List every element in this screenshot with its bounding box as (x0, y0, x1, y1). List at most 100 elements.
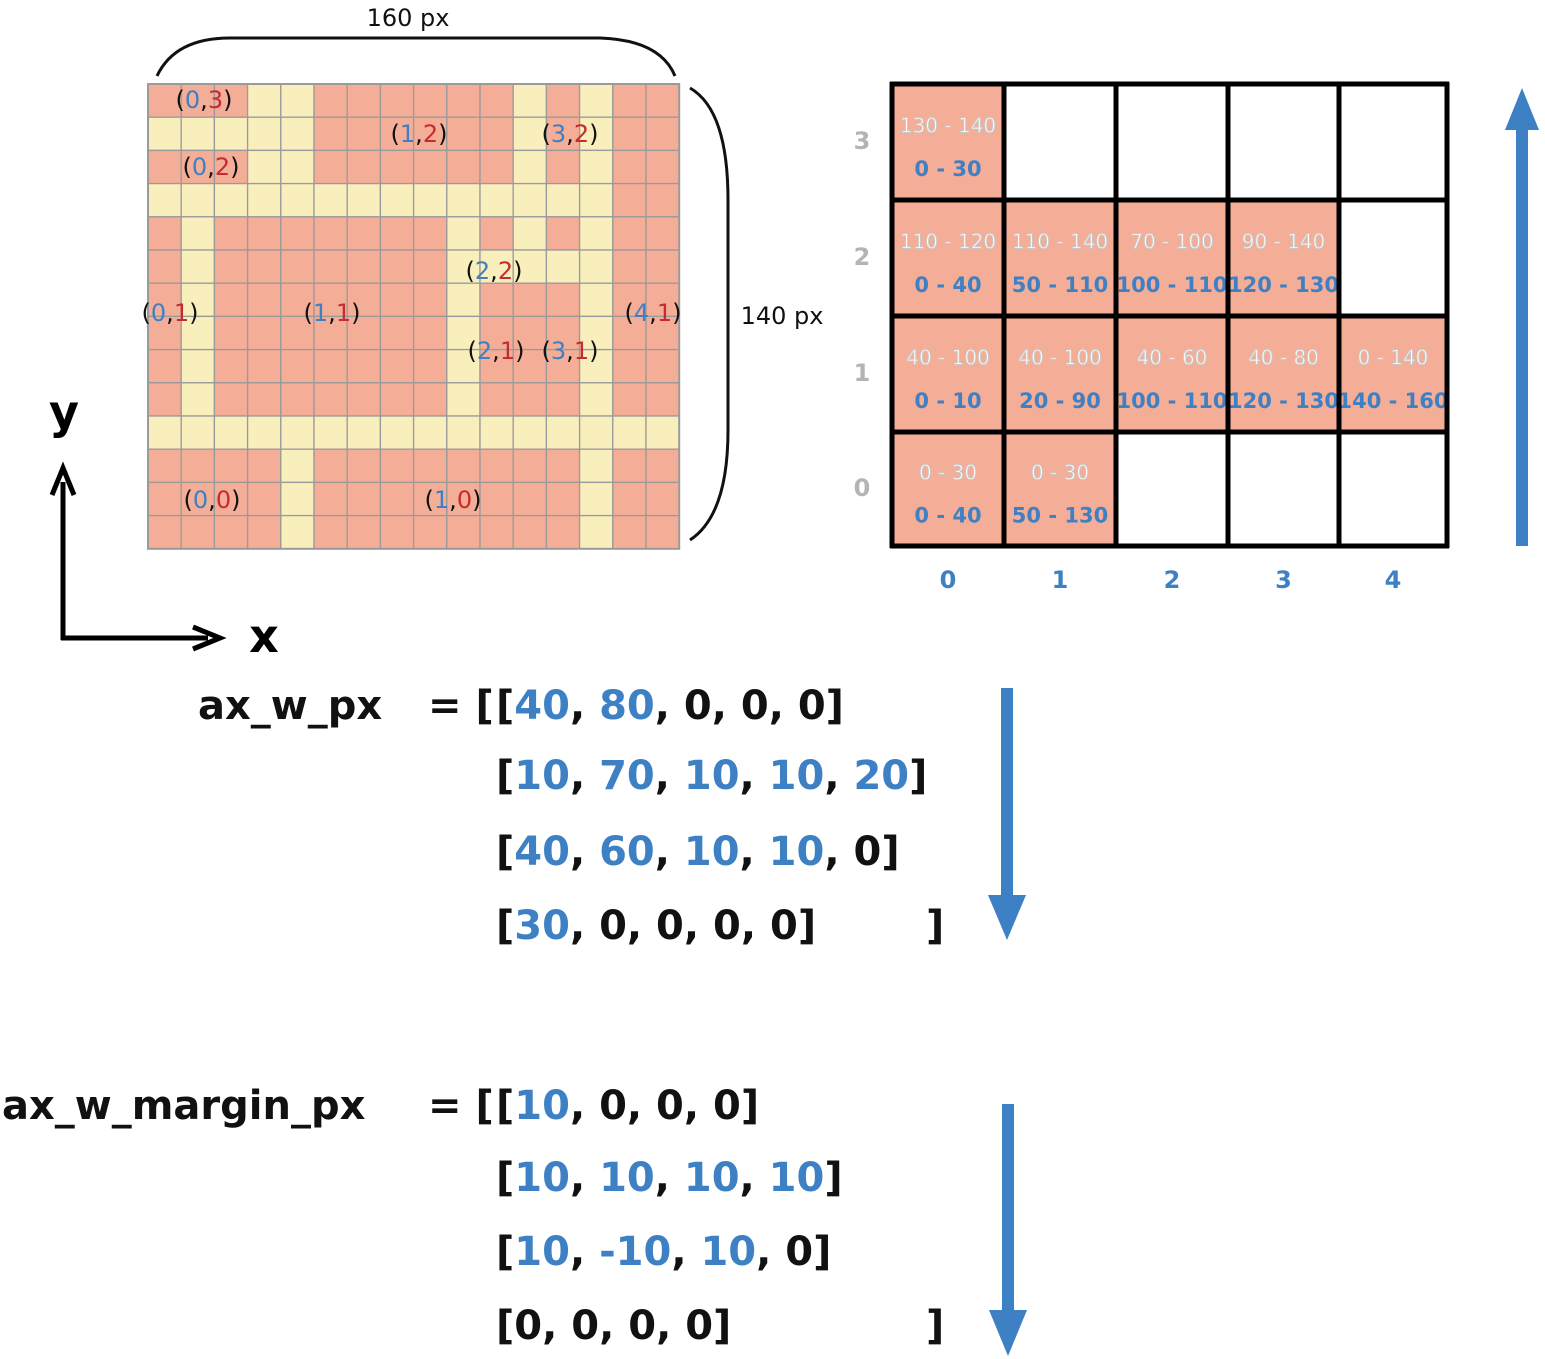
y-axis-arrowhead (49, 461, 77, 496)
table-col-label: 4 (1385, 566, 1402, 594)
panel-index-label: (3,2) (542, 120, 599, 148)
grid-pixel (578, 481, 614, 517)
grid-pixel (479, 382, 514, 417)
cell-range-top: 40 - 60 (1137, 345, 1208, 369)
grid-pixel (578, 83, 614, 118)
grid-pixel (479, 116, 514, 152)
table-cell-filled (1004, 432, 1116, 546)
grid-pixel (412, 282, 448, 318)
matrix-value: 10 (514, 1083, 570, 1129)
matrix-value: 40 (514, 683, 570, 729)
matrix-value: 80 (599, 683, 655, 729)
grid-pixel (346, 83, 382, 118)
grid-pixel (213, 282, 249, 318)
grid-pixel (645, 149, 680, 185)
grid-pixel (246, 282, 282, 318)
grid-pixel (280, 348, 315, 384)
table-row-label: 0 (854, 474, 871, 502)
grid-pixel (180, 415, 216, 450)
matrix-value: 0 (797, 683, 826, 729)
grid-pixel (645, 116, 680, 152)
grid-pixel (612, 182, 647, 218)
cell-range-top: 0 - 140 (1358, 345, 1429, 369)
grid-pixel (379, 415, 415, 450)
grid-pixel (578, 282, 614, 318)
grid-pixel (313, 249, 348, 284)
grid-pixel (446, 216, 481, 251)
grid-pixel (612, 514, 647, 550)
table-cell-filled (1116, 316, 1228, 432)
ax_w_px-row: [40, 80, 0, 0, 0] (496, 683, 844, 729)
cell-range-top: 70 - 100 (1130, 229, 1214, 253)
grid-pixel (512, 481, 548, 517)
grid-pixel (645, 448, 680, 484)
grid-pixel (147, 514, 182, 550)
ax_w_px-row: [40, 60, 10, 10, 0] (496, 829, 900, 875)
grid-pixel (512, 282, 548, 318)
grid-pixel (446, 382, 481, 417)
grid-pixel (246, 315, 282, 351)
grid-pixel (612, 481, 647, 517)
grid-pixel (180, 249, 216, 284)
grid-pixel (412, 382, 448, 417)
width-brace (155, 36, 677, 77)
grid-pixel (545, 83, 581, 118)
grid-pixel (479, 415, 514, 450)
matrix-value: 10 (683, 1155, 740, 1201)
cell-range-top: 40 - 100 (1018, 345, 1102, 369)
grid-pixel (446, 149, 481, 185)
x-axis-arrowhead (192, 624, 227, 652)
grid-pixel (346, 415, 382, 450)
table-cell-filled (1004, 316, 1116, 432)
table-cell-filled (892, 432, 1004, 546)
grid-pixel (412, 315, 448, 351)
cell-range-top: 0 - 30 (1031, 461, 1089, 485)
table-cell-empty (1116, 432, 1228, 546)
grid-pixel (313, 481, 348, 517)
matrix-value: 0 (656, 1083, 684, 1129)
ax_w_px-close: ] (926, 902, 944, 950)
grid-pixel (246, 448, 282, 484)
closing-bracket: ] (926, 1303, 945, 1349)
grid-pixel (412, 448, 448, 484)
grid-pixel (578, 315, 614, 351)
grid-pixel (612, 348, 647, 384)
grid-pixel (545, 382, 581, 417)
grid-pixel (479, 514, 514, 550)
grid-pixel (645, 348, 680, 384)
grid-pixel (379, 282, 415, 318)
grid-pixel (446, 83, 481, 118)
grid-pixel (479, 481, 514, 517)
grid-pixel (446, 182, 481, 218)
grid-pixel (313, 216, 348, 251)
grid-pixel (645, 514, 680, 550)
grid-pixel (578, 415, 614, 450)
grid-pixel (213, 348, 249, 384)
grid-pixel (545, 481, 581, 517)
grid-pixel (246, 348, 282, 384)
matrix-value: 0 (514, 1303, 543, 1349)
matrix-value: 0 (853, 829, 882, 875)
grid-pixel (280, 249, 315, 284)
table-row-label: 1 (854, 359, 871, 387)
grid-pixel (412, 249, 448, 284)
grid-pixel (512, 382, 548, 417)
grid-pixel (313, 415, 348, 450)
grid-pixel (213, 382, 249, 417)
grid-pixel (147, 149, 182, 185)
grid-pixel (147, 216, 182, 251)
panel-index-label: (4,1) (625, 299, 682, 327)
grid-pixel (612, 249, 647, 284)
grid-pixel (313, 149, 348, 185)
grid-pixel (213, 315, 249, 351)
cell-range-bottom: 20 - 90 (1019, 389, 1101, 413)
matrix-value: 0 (740, 683, 769, 729)
grid-pixel (346, 448, 382, 484)
grid-pixel (280, 216, 315, 251)
grid-pixel (147, 481, 182, 517)
matrix-value: 0 (685, 1303, 714, 1349)
grid-pixel (346, 282, 382, 318)
grid-pixel (645, 315, 680, 351)
grid-pixel (645, 382, 680, 417)
grid-pixel (645, 481, 680, 517)
